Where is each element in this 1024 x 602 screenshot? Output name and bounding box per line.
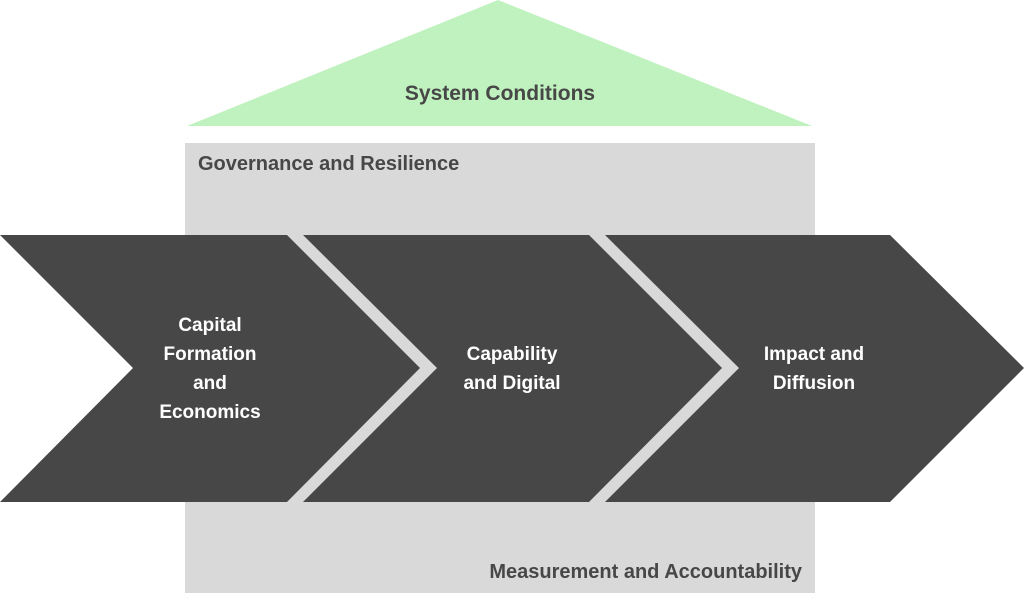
stage-1-label: Capital Formation and Economics <box>110 311 310 427</box>
stage-2-line: Capability <box>466 344 558 365</box>
chevron-stage-2 <box>303 235 722 502</box>
frame-top-label: Governance and Resilience <box>198 153 460 175</box>
roof-label: System Conditions <box>404 82 596 105</box>
stage-2-label: Capability and Digital <box>412 340 612 398</box>
stage-1-line: Economics <box>159 402 261 423</box>
chevron-stage-3 <box>605 235 1024 502</box>
stage-1-line: Formation <box>163 344 257 365</box>
stage-3-line: Impact and <box>763 344 865 365</box>
roof-triangle <box>187 0 812 126</box>
stage-3-label: Impact and Diffusion <box>714 340 914 398</box>
stage-2-line: and Digital <box>463 373 561 394</box>
stage-1-line: Capital <box>178 315 242 336</box>
stage-3-line: Diffusion <box>772 373 856 394</box>
stage-1-line: and <box>193 373 227 394</box>
chevron-stage-1 <box>0 235 420 502</box>
frame-bottom-label: Measurement and Accountability <box>489 561 802 583</box>
